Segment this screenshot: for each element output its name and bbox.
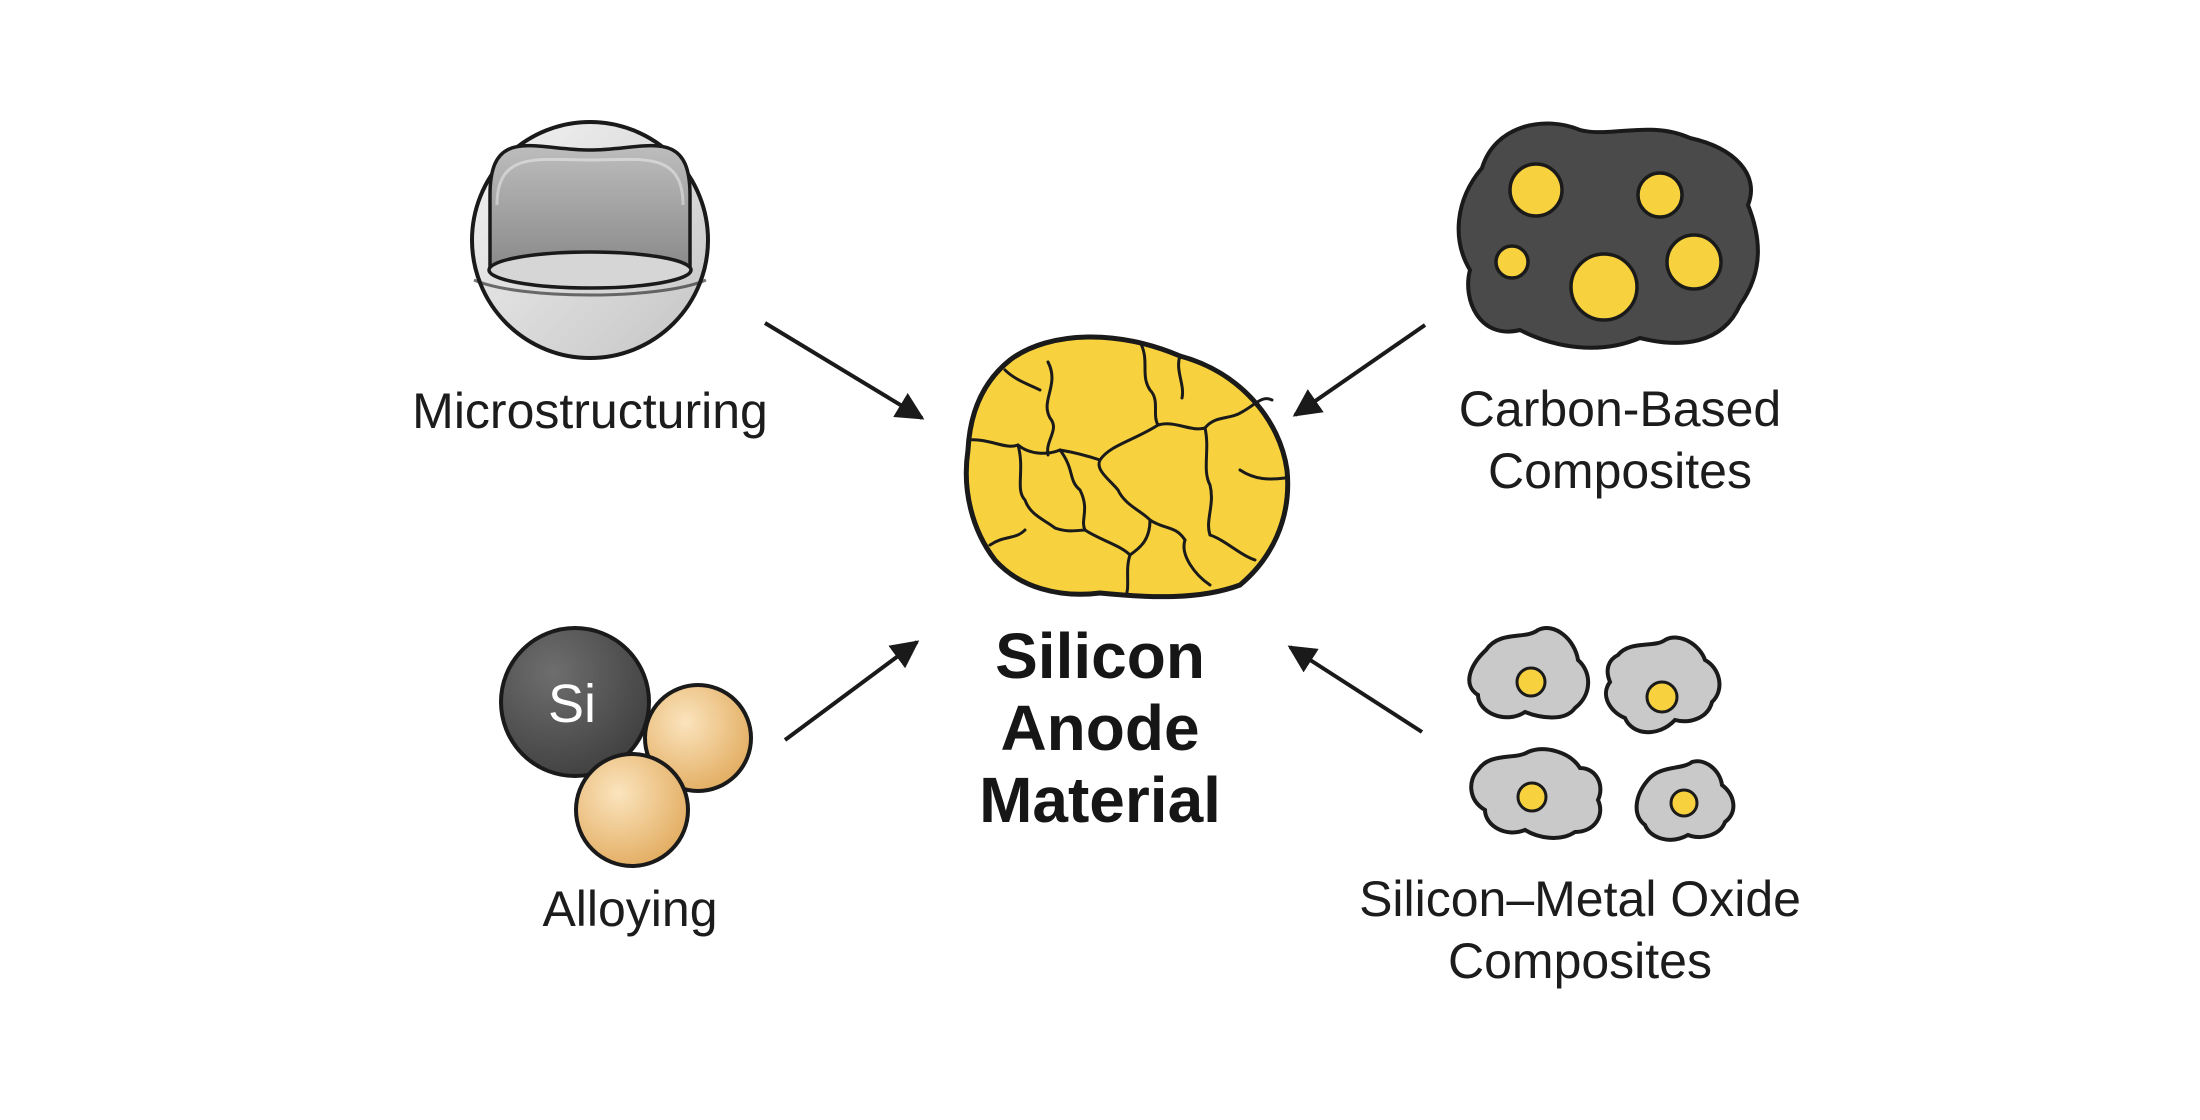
center-title-line-3: Material xyxy=(979,764,1221,836)
oxide-particles-icon xyxy=(1467,626,1736,842)
alloying-label-text: Alloying xyxy=(542,881,718,937)
center-title-line-2: Anode xyxy=(1000,692,1200,764)
carbon-label-line-1: Carbon-Based xyxy=(1458,381,1782,437)
carbon-matrix-icon xyxy=(1456,121,1760,350)
carbon-label-line-2: Composites xyxy=(1488,443,1752,499)
arrow-carbon xyxy=(1292,323,1427,417)
carbon-composites-label: Carbon-Based Composites xyxy=(1380,378,1860,502)
center-title: Silicon Anode Material xyxy=(880,620,1320,836)
alloy-particles-icon: Si xyxy=(499,626,753,868)
arrow-oxide xyxy=(1287,645,1424,734)
arrow-microstructuring xyxy=(763,321,925,420)
microstructuring-label: Microstructuring xyxy=(360,380,820,442)
oxide-composites-label: Silicon–Metal Oxide Composites xyxy=(1300,868,1860,992)
cracked-silicon-particle-icon xyxy=(963,334,1291,600)
si-badge-text: Si xyxy=(548,674,596,734)
microstructuring-label-text: Microstructuring xyxy=(412,383,768,439)
alloying-label: Alloying xyxy=(430,878,830,940)
center-title-line-1: Silicon xyxy=(995,620,1205,692)
oxide-label-line-2: Composites xyxy=(1448,933,1712,989)
arrow-alloying xyxy=(783,640,920,742)
hollow-sphere-icon xyxy=(470,120,710,360)
oxide-label-line-1: Silicon–Metal Oxide xyxy=(1359,871,1801,927)
